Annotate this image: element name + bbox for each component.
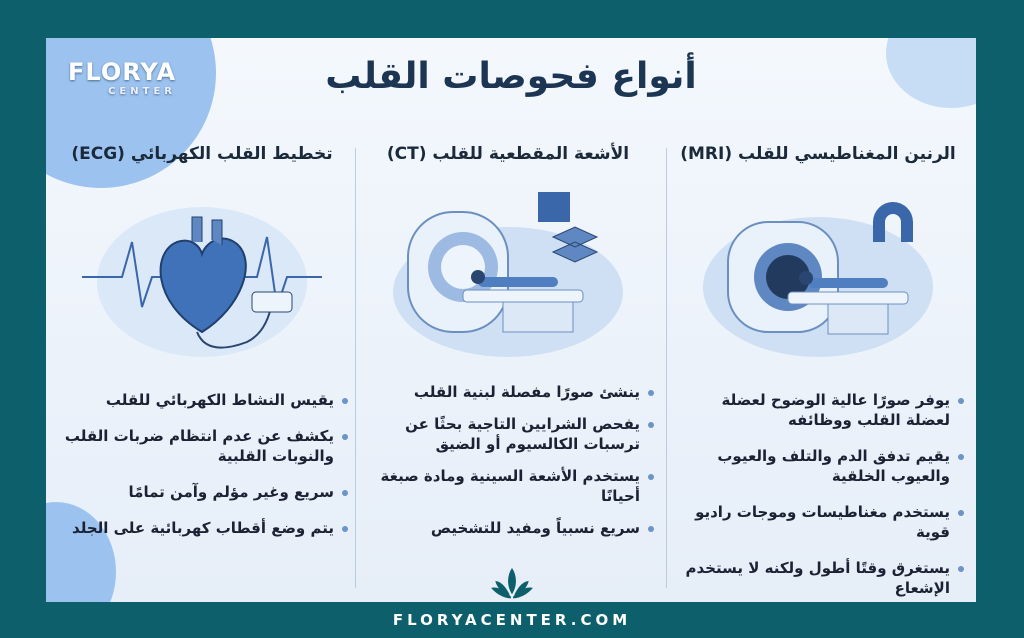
divider [666, 148, 667, 588]
column-heading: الأشعة المقطعية للقلب (CT) [386, 144, 630, 164]
bullet-item: يتم وضع أقطاب كهربائية على الجلد [62, 518, 348, 538]
bullet-item: يستخدم مغناطيسات وموجات راديو قوية [678, 502, 964, 542]
logo-text: FLORYA [68, 58, 177, 86]
florya-logo: FLORYA CENTER [68, 58, 176, 97]
bullet-item: يقيس النشاط الكهربائي للقلب [62, 390, 348, 410]
bullet-item: سريع وغير مؤلم وآمن تمامًا [62, 482, 348, 502]
column-heading: تخطيط القلب الكهربائي (ECG) [71, 144, 333, 164]
page-title: أنواع فحوصات القلب [325, 56, 697, 97]
logo-subtext: CENTER [108, 86, 176, 97]
column-mri: الرنين المغناطيسي للقلب (MRI) يوفر صورًا… [668, 138, 968, 598]
bullet-item: يفحص الشرايين التاجية بحثًا عن ترسبات ال… [368, 414, 654, 454]
ct-scanner-icon [393, 192, 623, 357]
bullet-item: يكشف عن عدم انتظام ضربات القلب والنوبات … [62, 426, 348, 466]
column-heading: الرنين المغناطيسي للقلب (MRI) [680, 144, 956, 164]
leaf-logo-icon [491, 568, 533, 599]
heart-ecg-icon [82, 207, 322, 357]
footer-website[interactable]: FLORYACENTER.COM [392, 611, 632, 629]
bullet-item: يوفر صورًا عالية الوضوح لعضلة لعضلة القل… [678, 390, 964, 430]
bullet-item: سريع نسبياً ومفيد للتشخيص [368, 518, 654, 538]
mri-scanner-icon [703, 202, 933, 357]
column-ecg: تخطيط القلب الكهربائي (ECG) يقيس النشاط … [52, 138, 352, 598]
bullet-item: ينشئ صورًا مفصلة لبنية القلب [368, 382, 654, 402]
divider [355, 148, 356, 588]
bullet-item: يقيم تدفق الدم والتلف والعيوب والعيوب ال… [678, 446, 964, 486]
column-ct: الأشعة المقطعية للقلب (CT) ينشئ صورًا مف… [358, 138, 658, 598]
bullet-item: يستخدم الأشعة السينية ومادة صبغة أحيانًا [368, 466, 654, 506]
bullet-item: يستغرق وقتًا أطول ولكنه لا يستخدم الإشعا… [678, 558, 964, 598]
infographic-panel: FLORYA CENTER أنواع فحوصات القلب الرنين … [46, 38, 976, 602]
